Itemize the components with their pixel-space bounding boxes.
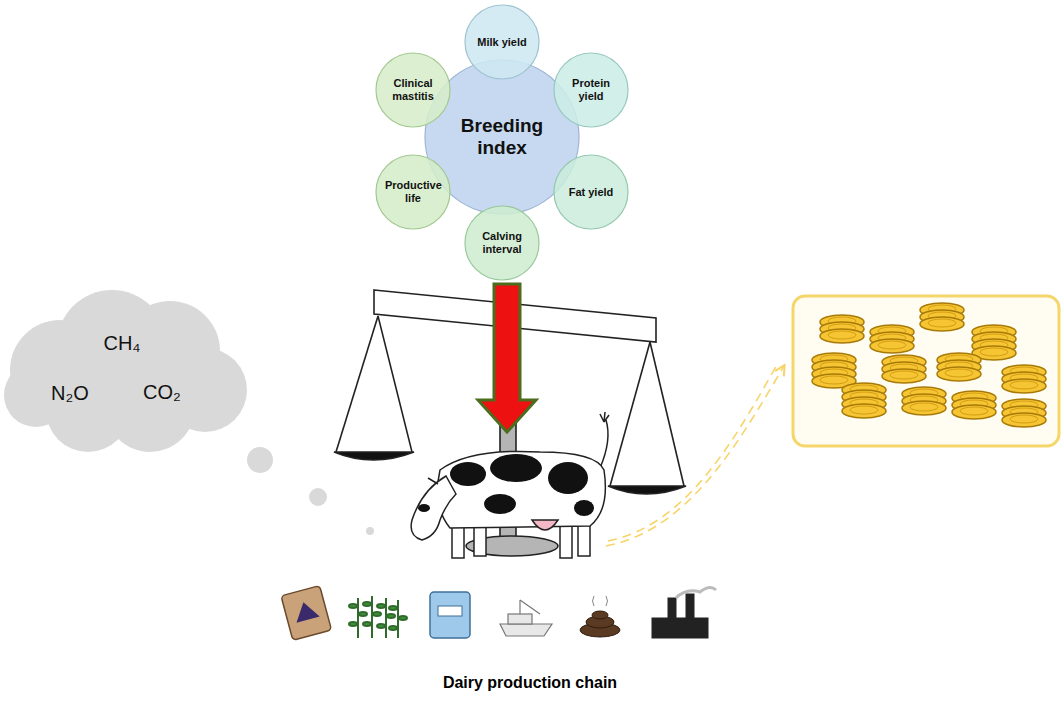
fertiliser-bag-icon — [281, 586, 332, 641]
cow-ear — [428, 478, 438, 484]
gas-formula: CH₄ — [103, 332, 140, 355]
cow-spot — [548, 462, 588, 494]
coin — [820, 329, 864, 343]
trait-label: Protein yield — [563, 77, 619, 102]
trait-label: Milk yield — [472, 36, 532, 49]
thought-bubbles — [247, 447, 374, 535]
ship-icon — [500, 600, 552, 636]
emissions-cloud: CH₄ N₂O CO₂ — [0, 285, 250, 455]
circle-outline — [554, 53, 628, 127]
trait-label: Calving interval — [474, 230, 530, 255]
coin — [937, 367, 981, 381]
coin — [1002, 413, 1046, 427]
trait-label: Clinical mastitis — [385, 77, 441, 102]
cow-illustration — [411, 412, 609, 558]
chain-caption: Dairy production chain — [443, 674, 617, 692]
production-chain-icons — [281, 586, 716, 641]
trait-circle: Milk yield — [464, 4, 540, 80]
cow-tail — [600, 420, 608, 468]
coin-stacks — [812, 303, 1046, 427]
coin — [1002, 379, 1046, 393]
index-title: Breeding index — [442, 115, 562, 159]
scale-string — [610, 342, 650, 486]
cloud-shape — [0, 285, 250, 455]
scale-pan — [608, 486, 686, 494]
dashed-arrow — [606, 366, 784, 546]
scale-string — [378, 316, 412, 452]
coins-box — [793, 296, 1059, 446]
circle-outline — [465, 206, 539, 280]
cow-spot — [418, 504, 430, 512]
trait-circle: Productive life — [375, 154, 451, 230]
index-arrow — [478, 284, 536, 432]
trait-circle: Protein yield — [553, 52, 629, 128]
circle-outline — [554, 155, 628, 229]
dashed-arrow — [608, 363, 778, 541]
factory-icon — [652, 587, 716, 638]
coin — [870, 339, 914, 353]
circle-outline — [465, 5, 539, 79]
scale-pan — [334, 452, 414, 460]
cow-spot — [574, 500, 594, 516]
manure-icon — [580, 596, 620, 637]
thought-bubble — [366, 527, 374, 535]
crop-plants-icon — [349, 596, 407, 638]
trait-circle: Fat yield — [553, 154, 629, 230]
coin — [882, 369, 926, 383]
trait-circle: Clinical mastitis — [375, 52, 451, 128]
gas-formula: N₂O — [51, 382, 89, 405]
coin — [920, 317, 964, 331]
coin — [842, 404, 886, 418]
trait-label: Fat yield — [563, 186, 619, 199]
cow-body — [438, 451, 606, 528]
value-flow — [606, 363, 784, 546]
coin — [902, 401, 946, 415]
circle-outline — [376, 53, 450, 127]
cow-tail-tip — [600, 412, 609, 422]
feed-bag-icon — [430, 592, 470, 638]
gas-formula: CO₂ — [143, 381, 181, 404]
cow-udder — [532, 520, 558, 530]
cow-spot — [484, 494, 516, 514]
thought-bubble — [309, 488, 327, 506]
scale-string — [336, 316, 378, 452]
circle-outline — [376, 155, 450, 229]
cloud-outline — [4, 290, 247, 452]
thought-bubble — [247, 447, 273, 473]
scale-string — [650, 342, 684, 486]
trait-circle: Calving interval — [464, 205, 540, 281]
cow-spot — [450, 462, 486, 486]
cow-head — [411, 476, 456, 540]
trait-label: Productive life — [385, 179, 441, 204]
coin — [952, 405, 996, 419]
cow-spot — [490, 454, 542, 482]
